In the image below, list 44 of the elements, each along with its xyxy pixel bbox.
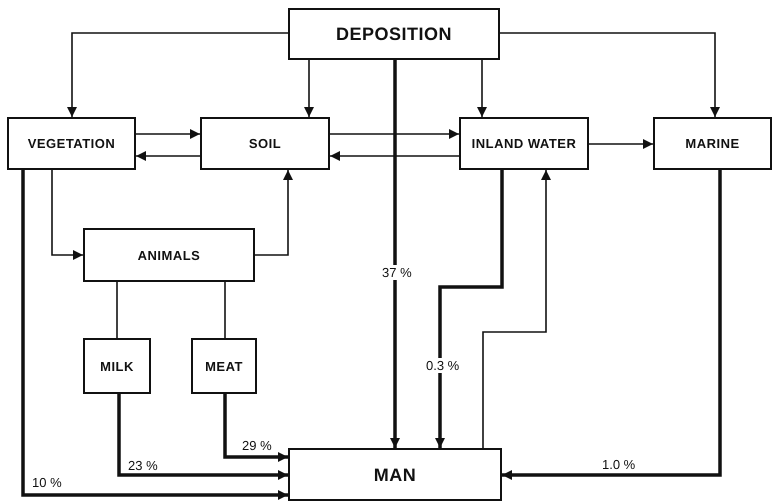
process-box <box>653 117 772 170</box>
edge-label: 10 % <box>30 475 64 490</box>
node-label: DEPOSITION <box>336 24 452 44</box>
node-label: MARINE <box>685 136 740 151</box>
arrow <box>255 170 293 256</box>
arrow <box>589 139 653 149</box>
arrow <box>330 129 459 139</box>
edge-label: 29 % <box>240 438 274 453</box>
process-box <box>83 338 151 394</box>
node-label: MEAT <box>205 358 243 374</box>
node-label: INLAND WATER <box>472 136 576 151</box>
node-label: MAN <box>374 464 416 484</box>
process-box <box>288 448 502 501</box>
edge-label: 23 % <box>126 458 160 473</box>
arrow <box>435 170 504 448</box>
arrow <box>390 60 400 448</box>
process-box <box>7 117 136 170</box>
arrow <box>500 32 720 117</box>
arrow <box>136 129 200 139</box>
arrow <box>502 170 722 480</box>
connector-line <box>224 282 226 338</box>
connector-line <box>116 282 118 338</box>
edge-label: 0.3 % <box>424 358 462 373</box>
arrow <box>304 60 314 117</box>
arrow <box>477 60 487 117</box>
process-box <box>83 228 255 282</box>
process-box <box>191 338 257 394</box>
node-label: ANIMALS <box>138 248 200 262</box>
arrow <box>51 170 83 260</box>
node-label: VEGETATION <box>28 136 116 151</box>
arrow <box>136 151 200 161</box>
arrow <box>117 394 288 480</box>
arrow <box>67 32 288 117</box>
node-label: SOIL <box>248 136 282 151</box>
node-label: MILK <box>100 358 134 374</box>
arrow <box>223 394 288 462</box>
arrow <box>330 151 459 161</box>
process-box <box>288 8 500 60</box>
edge-label: 1.0 % <box>600 457 638 472</box>
arrow <box>21 170 288 500</box>
edge-label: 37 % <box>380 265 414 280</box>
arrow <box>482 170 551 448</box>
process-box <box>459 117 589 170</box>
process-box <box>200 117 330 170</box>
